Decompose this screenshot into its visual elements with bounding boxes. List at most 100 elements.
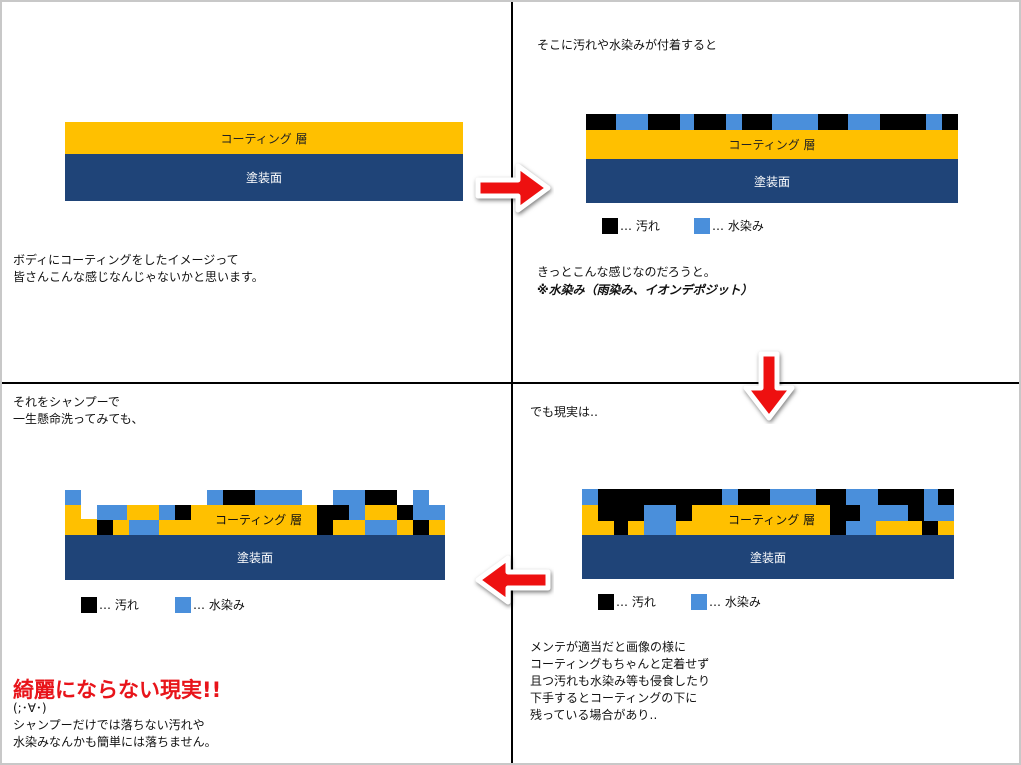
legend-dirt: … 汚れ bbox=[81, 596, 139, 613]
water-cell bbox=[129, 520, 159, 535]
water-cell bbox=[255, 490, 302, 505]
water-cell bbox=[680, 114, 694, 130]
dirt-cell bbox=[397, 505, 413, 520]
panel-4-text-line-3: 且つ汚れも水染み等も侵食したり bbox=[530, 674, 711, 688]
coating-label: コーティング 層 bbox=[728, 138, 816, 152]
water-cell bbox=[846, 521, 876, 535]
dirt-cell bbox=[97, 520, 113, 535]
paint-layer: 塗装面 bbox=[65, 535, 445, 580]
paint-layer: 塗装面 bbox=[586, 159, 958, 203]
dirt-cell bbox=[317, 505, 349, 520]
dirt-cell bbox=[694, 114, 726, 130]
legend-water: … 水染み bbox=[694, 217, 764, 234]
legend-dirt: … 汚れ bbox=[602, 217, 660, 234]
paint-label: 塗装面 bbox=[753, 174, 790, 189]
dirt-cell bbox=[598, 505, 644, 521]
paint-layer: 塗装面 bbox=[582, 535, 954, 579]
dirt-cell bbox=[175, 505, 191, 520]
dirt-cell bbox=[742, 114, 772, 130]
panel-3-text-line-1: (;･∀･) bbox=[13, 701, 47, 715]
dirt-cell bbox=[880, 114, 926, 130]
panel-3-caption-line-2: 一生懸命洗ってみても、 bbox=[13, 412, 144, 426]
coating-label: コーティング 層 bbox=[220, 131, 308, 146]
dirt-cell bbox=[878, 489, 924, 505]
dirt-cell bbox=[598, 489, 722, 505]
water-cell bbox=[722, 489, 738, 505]
water-cell bbox=[582, 489, 598, 505]
coating-label: コーティング 層 bbox=[215, 513, 303, 527]
water-cell bbox=[848, 114, 880, 130]
panel-2-note: ※水染み（雨染み、イオンデポジット） bbox=[537, 283, 753, 297]
dirt-cell bbox=[922, 521, 938, 535]
eroded-gap bbox=[81, 505, 97, 519]
dirt-cell bbox=[317, 520, 333, 535]
arrow-right-icon bbox=[475, 163, 551, 213]
dirt-cell bbox=[676, 505, 692, 521]
coating-layer: コーティング 層 bbox=[65, 122, 463, 154]
dirt-cell bbox=[365, 490, 397, 505]
dirt-cell bbox=[938, 489, 954, 505]
dirt-swatch bbox=[81, 596, 97, 613]
panel-1-text-line-1: ボディにコーティングをしたイメージって bbox=[13, 253, 239, 267]
headline: 綺麗にならない現実!! bbox=[13, 678, 222, 702]
arrow-down-icon bbox=[743, 351, 795, 421]
legend-dirt: … 汚れ bbox=[598, 593, 656, 610]
water-cell bbox=[772, 114, 818, 130]
water-cell bbox=[207, 490, 223, 505]
paint-label: 塗装面 bbox=[245, 171, 282, 185]
water-cell bbox=[413, 490, 429, 505]
water-swatch bbox=[175, 596, 191, 613]
dirt-cell bbox=[942, 114, 958, 130]
water-cell bbox=[644, 521, 676, 535]
water-swatch bbox=[691, 593, 707, 610]
dirt-cell bbox=[648, 114, 680, 130]
dirt-cell bbox=[614, 521, 628, 535]
dirt-cell bbox=[830, 505, 860, 521]
legend-water-label: … 水染み bbox=[193, 598, 245, 612]
coating-layer: コーティング 層 bbox=[586, 130, 958, 159]
dirt-cell bbox=[586, 114, 616, 130]
water-cell bbox=[616, 114, 648, 130]
water-cell bbox=[159, 505, 175, 520]
legend-dirt-label: … 汚れ bbox=[99, 598, 139, 612]
panel-4-text-line-2: コーティングもちゃんと定着せず bbox=[530, 657, 710, 671]
paint-label: 塗装面 bbox=[236, 551, 273, 565]
horizontal-divider bbox=[2, 382, 1019, 384]
paint-layer: 塗装面 bbox=[65, 154, 463, 201]
water-cell bbox=[924, 489, 938, 505]
legend-water: … 水染み bbox=[691, 593, 761, 610]
water-cell bbox=[365, 520, 397, 535]
dirt-cell bbox=[223, 490, 255, 505]
panel-3-caption-line-1: それをシャンプーで bbox=[13, 395, 120, 409]
water-cell bbox=[924, 505, 954, 521]
panel-3-text-line-2: シャンプーだけでは落ちない汚れや bbox=[13, 718, 205, 732]
panel-1-text-line-2: 皆さんこんな感じなんじゃないかと思います。 bbox=[13, 270, 264, 284]
legend-water-label: … 水染み bbox=[709, 595, 761, 609]
water-cell bbox=[644, 505, 676, 521]
water-cell bbox=[413, 505, 445, 520]
water-cell bbox=[926, 114, 942, 130]
panel-2-caption: そこに汚れや水染みが付着すると bbox=[537, 38, 718, 52]
dirt-cell bbox=[816, 489, 846, 505]
coating-label: コーティング 層 bbox=[728, 513, 816, 527]
paint-label: 塗装面 bbox=[749, 550, 786, 565]
panel-2-text: きっとこんな感じなのだろうと。 bbox=[537, 265, 716, 279]
panel-4-text-line-1: メンテが適当だと画像の様に bbox=[530, 640, 687, 654]
dirt-cell bbox=[818, 114, 848, 130]
dirt-cell bbox=[830, 521, 846, 535]
dirt-swatch bbox=[598, 593, 614, 610]
panel-4-caption: でも現実は‥ bbox=[530, 405, 599, 419]
dirt-cell bbox=[908, 505, 924, 521]
water-cell bbox=[846, 489, 878, 505]
water-cell bbox=[333, 490, 365, 505]
panel-3-text-line-3: 水染みなんかも簡単には落ちません。 bbox=[13, 735, 217, 749]
dirt-cell bbox=[413, 520, 429, 535]
legend-water-label: … 水染み bbox=[712, 219, 764, 233]
arrow-left-icon bbox=[475, 555, 551, 605]
legend-dirt-label: … 汚れ bbox=[616, 595, 656, 609]
water-swatch bbox=[694, 217, 710, 234]
water-cell bbox=[876, 505, 908, 521]
water-cell bbox=[97, 505, 127, 520]
water-cell bbox=[726, 114, 742, 130]
